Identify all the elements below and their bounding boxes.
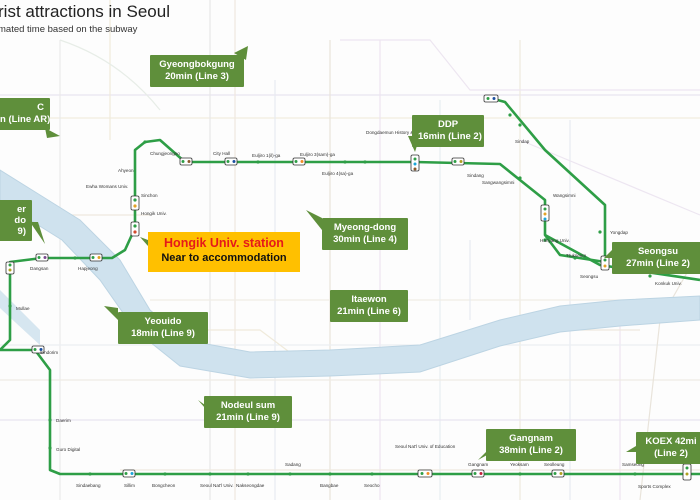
callout-line-ar[interactable]: C n (Line AR) bbox=[0, 98, 50, 130]
callout-time: 38min (Line 2) bbox=[499, 445, 563, 456]
callout-time: 21min (Line 9) bbox=[216, 412, 280, 423]
station-sillim: Sillim bbox=[124, 483, 135, 488]
station-sindap: Sindap bbox=[515, 139, 530, 144]
callout-title: KOEX 42mi bbox=[645, 436, 697, 447]
callout-title: er bbox=[17, 204, 26, 215]
station-sindorim: Sindorim bbox=[40, 350, 58, 355]
callout-time: n (Line AR) bbox=[0, 114, 51, 125]
station-hapjeong: Hapjeong bbox=[78, 266, 98, 271]
callout-time: 27min (Line 2) bbox=[626, 258, 690, 269]
callout-title: Itaewon bbox=[351, 294, 387, 305]
callout-title: Nodeul sum bbox=[220, 400, 276, 411]
callout-extra: 9) bbox=[17, 226, 26, 237]
station-seolleung: Seolleung bbox=[544, 462, 565, 467]
station-euljiro-1: Euljiro 1(il)-ga bbox=[252, 153, 281, 158]
station-chungjeongno: Chungjeongno bbox=[150, 151, 180, 156]
river-branch bbox=[0, 290, 40, 345]
callout-time: do bbox=[14, 215, 26, 226]
station-sinchon: Sinchon bbox=[141, 193, 158, 198]
station-sports-complex: Sports Complex bbox=[638, 484, 671, 489]
station-seoul-natl: Seoul Nat'l Univ. bbox=[200, 483, 233, 488]
callout-itaewon[interactable]: Itaewon 21min (Line 6) bbox=[330, 290, 408, 322]
map-title: rist attractions in Seoul bbox=[0, 2, 170, 21]
station-wangsimni: Wangsimni bbox=[553, 193, 576, 198]
callout-title: Yeouido bbox=[144, 316, 182, 327]
callout-title: C bbox=[37, 102, 44, 113]
callout-gangnam[interactable]: Gangnam 38min (Line 2) bbox=[486, 429, 576, 461]
tick-stations bbox=[8, 113, 652, 476]
station-mullae: Mullae bbox=[16, 306, 30, 311]
callout-time: 16min (Line 2) bbox=[418, 131, 482, 142]
callout-yeouido[interactable]: Yeouido 18min (Line 9) bbox=[118, 312, 208, 344]
station-hanyang: Hanyang Univ. bbox=[540, 238, 570, 243]
station-sangwangsimni: Sangwangsimni bbox=[482, 180, 514, 185]
station-seongsu: Seongsu bbox=[580, 274, 599, 279]
station-sadang: Sadang bbox=[285, 462, 301, 467]
station-yeoksam: Yeoksam bbox=[510, 462, 529, 467]
callout-time: 18min (Line 9) bbox=[131, 328, 195, 339]
callout-seongsu[interactable]: Seongsu 27min (Line 2) bbox=[612, 242, 700, 274]
callout-title: Gyeongbokgung bbox=[159, 59, 235, 70]
station-daerim: Daerim bbox=[56, 418, 71, 423]
callout-koex[interactable]: KOEX 42mi (Line 2) bbox=[636, 432, 700, 464]
accommodation-highlight[interactable]: Hongik Univ. station Near to accommodati… bbox=[148, 232, 300, 272]
station-sindaebang: Sindaebang bbox=[76, 483, 101, 488]
route-line-2-east bbox=[544, 233, 700, 282]
station-ewha: Ewha Womans Univ. bbox=[86, 184, 128, 189]
station-bangbae: Bangbae bbox=[320, 483, 339, 488]
station-hongik: Hongik Univ. bbox=[141, 211, 167, 216]
station-gangnam: Gangnam bbox=[468, 462, 488, 467]
station-ttukseom: Ttukseom bbox=[566, 253, 586, 258]
callout-time: 30min (Line 4) bbox=[333, 234, 397, 245]
station-markers bbox=[5, 94, 692, 481]
station-guro-digital: Guro Digital bbox=[56, 447, 80, 452]
callout-time: 20min (Line 3) bbox=[165, 71, 229, 82]
highlight-title: Hongik Univ. station bbox=[164, 236, 284, 250]
station-ahyeon: Ahyeon bbox=[118, 168, 134, 173]
station-labels: Chungjeongno City Hall Euljiro 1(il)-ga … bbox=[16, 130, 682, 489]
callout-time: (Line 2) bbox=[654, 448, 688, 459]
station-bongcheon: Bongcheon bbox=[152, 483, 176, 488]
station-dangsan: Dangsan bbox=[30, 266, 49, 271]
station-seoul-natl-edu: Seoul Nat'l Univ. of Education bbox=[395, 444, 456, 449]
callout-title: Myeong-dong bbox=[333, 222, 397, 233]
callout-myeongdong[interactable]: Myeong-dong 30min (Line 4) bbox=[322, 218, 408, 250]
callout-nodeulsum[interactable]: Nodeul sum 21min (Line 9) bbox=[204, 396, 292, 428]
station-sindang: Sindang bbox=[467, 173, 484, 178]
callout-ddp[interactable]: DDP 16min (Line 2) bbox=[412, 115, 484, 147]
callout-title: Seongsu bbox=[637, 246, 679, 257]
station-euljiro-3: Euljiro 3(sam)-ga bbox=[300, 152, 335, 157]
station-yongdap: Yongdap bbox=[610, 230, 628, 235]
callout-title: Gangnam bbox=[509, 433, 553, 444]
station-seocho: Seocho bbox=[364, 483, 380, 488]
station-city-hall: City Hall bbox=[213, 151, 230, 156]
station-euljiro-4: Euljiro 4(sa)-ga bbox=[322, 171, 354, 176]
callout-time: 21min (Line 6) bbox=[337, 306, 401, 317]
map-subtitle: mated time based on the subway bbox=[0, 24, 138, 35]
highlight-subtitle: Near to accommodation bbox=[161, 252, 287, 264]
callout-yeouido-left[interactable]: er do 9) bbox=[0, 200, 32, 241]
station-dongdaemun: Dongdaemun History & Culture Park bbox=[366, 130, 441, 135]
station-konkuk: Konkuk Univ. bbox=[655, 281, 682, 286]
callout-gyeongbokgung[interactable]: Gyeongbokgung 20min (Line 3) bbox=[150, 55, 244, 87]
station-nakseongdae: Nakseongdae bbox=[236, 483, 265, 488]
station-samseong: Samseong bbox=[622, 462, 644, 467]
callout-title: DDP bbox=[437, 119, 459, 130]
